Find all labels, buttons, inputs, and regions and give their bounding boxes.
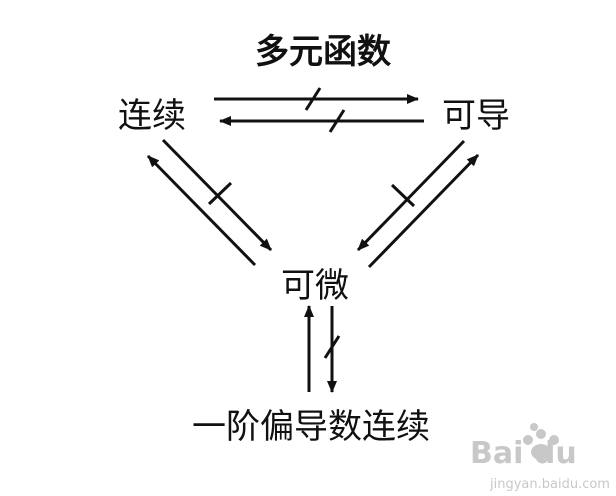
arrow-differentiable-to-continuous (146, 154, 257, 267)
arrow-differentiable-to-continuous-partials (323, 306, 341, 393)
node-continuous-partials: 一阶偏导数连续 (192, 407, 430, 447)
negation-tick (207, 181, 233, 206)
node-continuous: 连续 (118, 96, 186, 136)
node-differentiable: 可微 (281, 266, 349, 306)
paw-icon (523, 423, 559, 460)
node-differentiable-partial: 可导 (442, 96, 510, 136)
negation-tick (390, 183, 416, 208)
arrow-differentiable-partial-to-continuous (219, 109, 424, 133)
negation-slash (323, 335, 341, 359)
watermark-url: jingyan.baidu.com (489, 477, 610, 492)
arrow-differentiable-partial-to-differentiable (356, 139, 466, 252)
arrow-continuous-to-differentiable (161, 138, 273, 252)
watermark-brand: Bai du (470, 436, 577, 471)
arrow-continuous-to-differentiable-partial (214, 87, 419, 111)
negation-slash (304, 87, 322, 111)
negation-slash (328, 109, 346, 133)
arrow-differentiable-to-differentiable-partial (367, 153, 480, 269)
baidu-watermark: Bai du jingyan.baidu.com (470, 423, 610, 492)
diagram-title: 多元函数 (255, 32, 391, 72)
